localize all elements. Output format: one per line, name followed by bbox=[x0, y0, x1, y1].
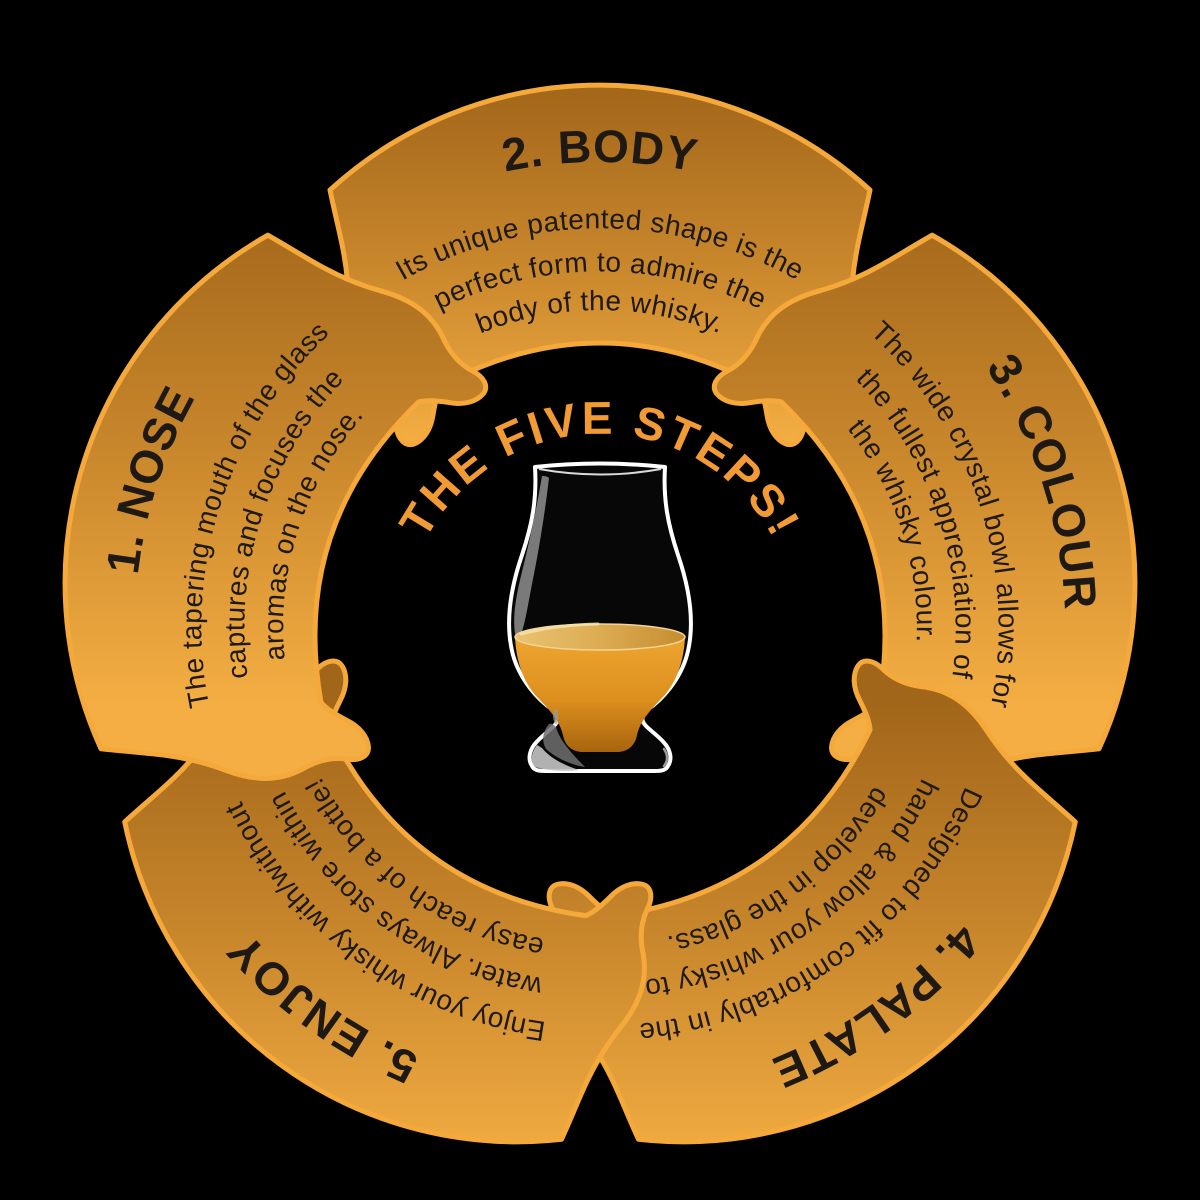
segment-body-heading: 2. BODY bbox=[498, 120, 702, 182]
glass-rim-line bbox=[538, 468, 662, 476]
glass-foot-edge-glint bbox=[662, 747, 669, 768]
glass-stem-glint bbox=[553, 708, 559, 725]
segment-body: 2. BODY Its unique patented shape is the… bbox=[330, 85, 870, 445]
whisky-fill bbox=[515, 637, 685, 752]
whisky-surface-glint bbox=[519, 622, 600, 636]
glass-foot-shade bbox=[543, 723, 585, 767]
segment-body-heading-text: 2. BODY bbox=[498, 120, 701, 182]
glencairn-whisky-glass-icon bbox=[507, 461, 693, 773]
glass-foot-highlight bbox=[531, 745, 579, 771]
whisky-surface bbox=[514, 623, 686, 651]
glass-bowl-highlight bbox=[514, 476, 549, 643]
